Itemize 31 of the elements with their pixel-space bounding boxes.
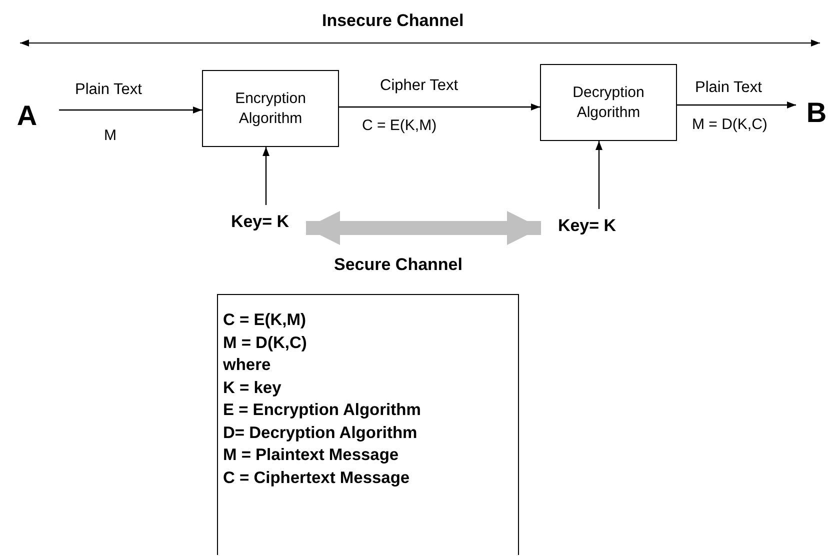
party-label: B <box>803 95 830 131</box>
definition-text: D= Decryption Algorithm <box>223 422 418 444</box>
process-box <box>540 64 677 141</box>
definition-text: M = Plaintext Message <box>223 445 399 466</box>
box-text: Decryption Algorithm <box>572 82 646 122</box>
arrow <box>677 102 796 108</box>
edge-label: Plain Text <box>75 81 142 99</box>
arrow <box>596 141 602 209</box>
channel-label: Secure Channel <box>334 255 462 275</box>
formula-label: C = E(K,M) <box>362 117 437 134</box>
arrow <box>339 104 540 110</box>
edge-label: Plain Text <box>695 79 762 97</box>
definition-text: C = Ciphertext Message <box>223 468 410 488</box>
key-label: Key= K <box>216 209 304 235</box>
process-box <box>202 70 339 147</box>
definition-text: C = E(K,M) <box>223 310 306 331</box>
definition-text: where <box>223 355 271 376</box>
definition-text: K = key <box>223 378 282 398</box>
key-label: Key= K <box>543 213 631 239</box>
arrow <box>59 106 202 114</box>
channel-label: Insecure Channel <box>322 11 464 31</box>
message-label: M <box>104 127 116 144</box>
formula-label: M = D(K,C) <box>692 116 768 133</box>
edge-label: Cipher Text <box>380 77 458 95</box>
definitions-box <box>217 294 519 555</box>
definition-text: E = Encryption Algorithm <box>223 400 421 421</box>
arrow <box>262 147 270 205</box>
party-label: A <box>12 98 42 134</box>
double-arrow <box>306 211 541 245</box>
definition-text: M = D(K,C) <box>223 332 307 354</box>
box-text: Encryption Algorithm <box>234 88 307 128</box>
